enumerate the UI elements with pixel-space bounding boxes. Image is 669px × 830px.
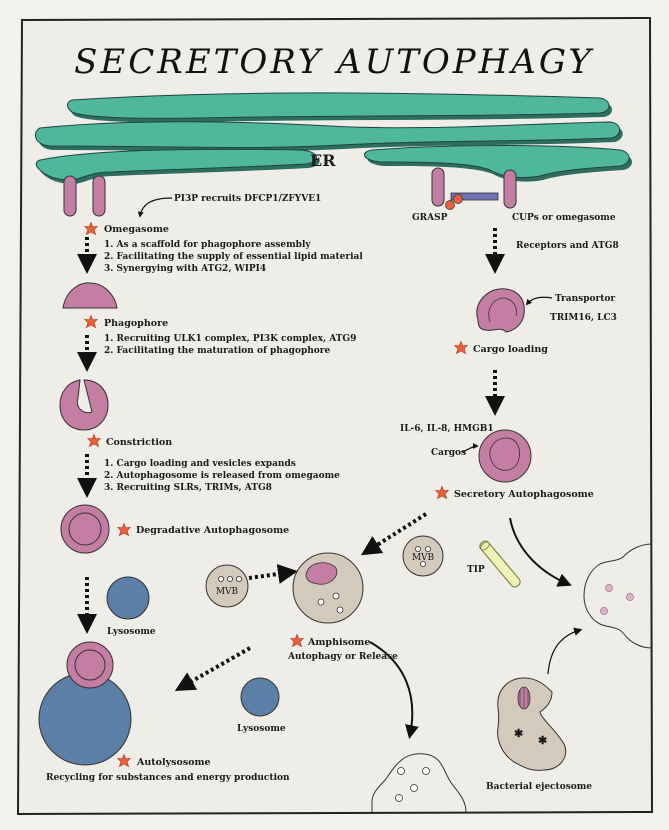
bacterial-arrow	[547, 627, 583, 675]
omegasome-label: Omegasome	[104, 224, 169, 235]
cargo-loading-label: Cargo loading	[473, 344, 548, 355]
grasp-cups-shape	[431, 167, 517, 210]
recycling-label: Recycling for substances and energy prod…	[46, 773, 290, 783]
grasp-label: GRASP	[412, 213, 448, 223]
released-vesicle-4	[395, 794, 403, 802]
degradative-label: Degradative Autophagosome	[136, 525, 289, 536]
phagophore-point-1: 1. Recruiting ULK1 complex, PI3K complex…	[104, 334, 356, 344]
lysosome-1-label: Lysosome	[107, 627, 156, 637]
constriction-point-3: 3. Recruiting SLRs, TRIMs, ATG8	[104, 483, 272, 493]
released-vesicle-1	[397, 767, 405, 775]
lysosome-2-label: Lysosome	[237, 724, 286, 734]
cargos-arrow	[462, 443, 479, 453]
pi3p-note: PI3P recruits DFCP1/ZFYVE1	[174, 194, 321, 204]
il6-label: IL-6, IL-8, HMGB1	[400, 424, 494, 434]
mvb-1-shape	[205, 564, 249, 608]
pi3p-arrow	[137, 197, 173, 218]
phagophore-label: Phagophore	[104, 318, 168, 329]
phagophore-shape	[62, 282, 118, 309]
release-membrane	[371, 753, 467, 813]
cargos-label: Cargos	[431, 448, 466, 458]
omegasome-point-3: 3. Synergying with ATG2, WIPI4	[104, 264, 266, 274]
tip-shape	[479, 540, 521, 588]
omegasome-point-1: 1. As a scaffold for phagophore assembly	[104, 240, 311, 250]
trim16-label: TRIM16, LC3	[550, 313, 617, 323]
secretion-arrow	[509, 517, 572, 587]
phagophore-point-2: 2. Facilitating the maturation of phagop…	[104, 346, 331, 356]
mvb-2-shape	[402, 535, 444, 577]
secretory-autophagosome-shape	[478, 429, 532, 483]
amphisome-shape	[292, 552, 364, 624]
secreted-vesicle-3	[600, 607, 608, 615]
page-border	[16, 16, 654, 816]
left-omegasome-shape	[63, 175, 106, 217]
dashed-arrow-lysosome-2	[174, 646, 251, 691]
constriction-label: Constriction	[106, 437, 172, 448]
bacterial-ejectosome-shape: ✱ ✱	[497, 677, 567, 771]
constriction-shape	[59, 379, 109, 431]
mvb-2-label: MVB	[412, 553, 435, 563]
constriction-point-1: 1. Cargo loading and vesicles expands	[104, 459, 296, 469]
tip-label: TIP	[467, 565, 485, 575]
cargo-loading-shape	[476, 288, 525, 333]
secreted-vesicle-1	[605, 584, 613, 592]
secreted-vesicle-2	[626, 593, 634, 601]
cups-label: CUPs or omegasome	[512, 213, 616, 223]
secretion-membrane	[583, 543, 653, 649]
secretory-label: Secretory Autophagosome	[454, 489, 594, 500]
release-arrow	[369, 641, 419, 740]
mvb-1-label: MVB	[216, 587, 239, 597]
bacterial-label: Bacterial ejectosome	[486, 782, 592, 792]
diagram-title: SECRETORY AUTOPHAGY	[74, 42, 594, 82]
omegasome-point-2: 2. Facilitating the supply of essential …	[104, 252, 363, 262]
svg-text:✱: ✱	[538, 734, 547, 747]
dashed-arrow-mvb-1	[248, 564, 298, 584]
constriction-point-2: 2. Autophagosome is released from omegao…	[104, 471, 340, 481]
autolysosome-label: Autolysosome	[136, 757, 211, 768]
svg-text:✱: ✱	[514, 727, 523, 740]
cargo-loading-inner	[488, 297, 517, 323]
lysosome-1-shape	[106, 576, 150, 620]
released-vesicle-2	[422, 767, 430, 775]
er-label: ER	[310, 151, 336, 170]
receptors-label: Receptors and ATG8	[516, 241, 619, 251]
transportor-arrow	[525, 296, 553, 306]
autophagy-or-release-label: Autophagy or Release	[287, 652, 398, 662]
transportor-label: Transportor	[555, 294, 615, 304]
degradative-autophagosome-shape	[60, 504, 110, 554]
autolysosome-shape	[38, 641, 132, 766]
endoplasmic-reticulum	[34, 92, 632, 184]
released-vesicle-3	[410, 784, 418, 792]
amphisome-label: Amphisome	[307, 637, 370, 648]
lysosome-2-shape	[240, 677, 280, 717]
